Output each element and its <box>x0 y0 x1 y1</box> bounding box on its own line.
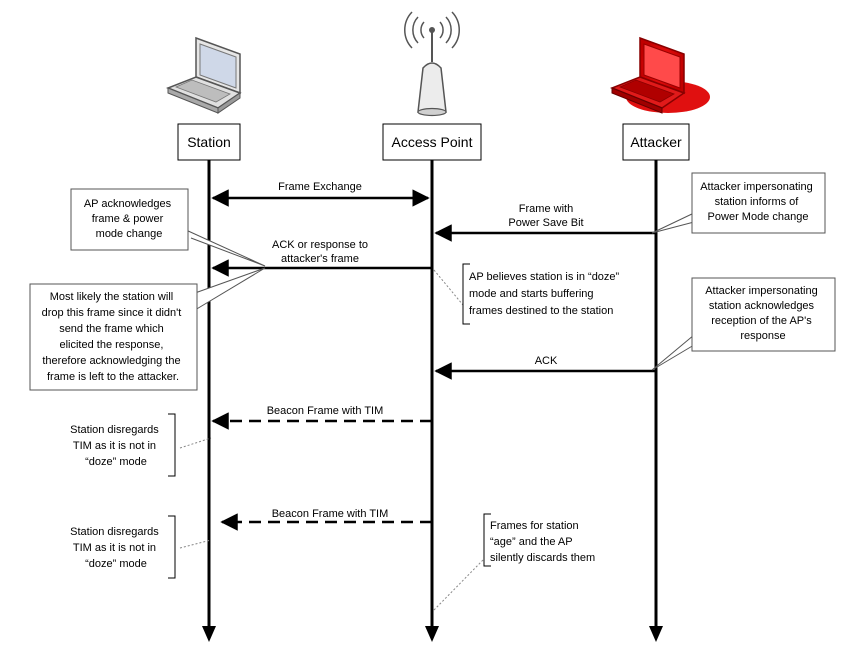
note-line: send the frame which <box>59 323 164 335</box>
power-save-label-line1: Frame with <box>519 203 573 215</box>
station-actor: Station <box>177 123 241 161</box>
note-line: frame is left to the attacker. <box>47 371 179 383</box>
note-line: reception of the AP's <box>711 315 812 327</box>
note-line: Station disregards <box>70 526 159 538</box>
note-frames-age: Frames for station “age” and the AP sile… <box>433 513 595 611</box>
note-line: mode and starts buffering <box>469 288 594 300</box>
note-ap-acknowledges: AP acknowledges frame & power mode chang… <box>70 188 266 267</box>
note-line: response <box>740 330 785 342</box>
note-station-drop: Most likely the station will drop this f… <box>29 267 266 391</box>
note-line: “age” and the AP <box>490 536 572 548</box>
ack-response-message: ACK or response to attacker's frame <box>211 239 432 277</box>
beacon-message-2: Beacon Frame with TIM <box>220 508 432 531</box>
note-line: station informs of <box>715 196 800 208</box>
note-line: “doze” mode <box>85 558 147 570</box>
note-line: mode change <box>96 228 163 240</box>
note-line: Frames for station <box>490 520 579 532</box>
ack-response-label-line1: ACK or response to <box>272 239 368 251</box>
beacon-label-1: Beacon Frame with TIM <box>267 405 384 417</box>
access-point-lifeline-arrowhead <box>425 626 439 642</box>
note-line: Most likely the station will <box>50 291 174 303</box>
note-ap-believes: AP believes station is in “doze” mode an… <box>433 263 622 325</box>
ack-message: ACK <box>434 355 656 380</box>
note-line: frame & power <box>92 213 164 225</box>
note-frames-age-text: Frames for station “age” and the AP sile… <box>490 520 595 564</box>
access-point-label: Access Point <box>392 134 473 150</box>
frame-exchange-label: Frame Exchange <box>278 181 362 193</box>
power-save-label-line2: Power Save Bit <box>508 217 583 229</box>
attacker-laptop-icon <box>609 36 710 114</box>
note-line: TIM as it is not in <box>73 542 156 554</box>
note-line: TIM as it is not in <box>73 440 156 452</box>
note-attacker-ack-text: Attacker impersonating station acknowled… <box>705 285 821 342</box>
note-station-disregards-2: Station disregards TIM as it is not in “… <box>70 515 212 579</box>
note-line: silently discards them <box>490 552 595 564</box>
access-point-antenna-icon <box>404 11 460 117</box>
attacker-actor: Attacker <box>622 123 690 161</box>
beacon-label-2: Beacon Frame with TIM <box>272 508 389 520</box>
note-line: AP believes station is in “doze” <box>469 271 620 283</box>
note-station-disregards-1-text: Station disregards TIM as it is not in “… <box>70 424 162 468</box>
note-station-disregards-1: Station disregards TIM as it is not in “… <box>70 413 212 477</box>
note-line: elicited the response, <box>59 339 163 351</box>
note-line: Power Mode change <box>708 211 809 223</box>
attacker-lifeline-arrowhead <box>649 626 663 642</box>
note-ap-acknowledges-text: AP acknowledges frame & power mode chang… <box>84 198 174 240</box>
note-attacker-power-mode-text: Attacker impersonating station informs o… <box>700 181 816 223</box>
note-station-disregards-2-text: Station disregards TIM as it is not in “… <box>70 526 162 570</box>
note-line: Attacker impersonating <box>705 285 818 297</box>
note-line: therefore acknowledging the <box>42 355 180 367</box>
note-ap-believes-text: AP believes station is in “doze” mode an… <box>469 271 622 317</box>
attacker-label: Attacker <box>630 134 682 150</box>
note-attacker-power-mode: Attacker impersonating station informs o… <box>651 172 826 234</box>
note-line: “doze” mode <box>85 456 147 468</box>
ack-label: ACK <box>535 355 558 367</box>
laptop-icon <box>165 36 242 114</box>
power-save-message: Frame with Power Save Bit <box>434 203 656 242</box>
note-attacker-ack: Attacker impersonating station acknowled… <box>651 277 836 371</box>
station-label: Station <box>187 134 231 150</box>
frame-exchange-message: Frame Exchange <box>211 181 430 207</box>
note-line: drop this frame since it didn't <box>42 307 182 319</box>
beacon-message-1: Beacon Frame with TIM <box>211 405 432 430</box>
note-line: frames destined to the station <box>469 305 613 317</box>
note-line: AP acknowledges <box>84 198 172 210</box>
note-line: station acknowledges <box>709 300 815 312</box>
ack-response-label-line2: attacker's frame <box>281 253 359 265</box>
note-line: Attacker impersonating <box>700 181 813 193</box>
access-point-actor: Access Point <box>382 123 482 161</box>
station-lifeline-arrowhead <box>202 626 216 642</box>
note-line: Station disregards <box>70 424 159 436</box>
note-station-drop-text: Most likely the station will drop this f… <box>42 291 185 383</box>
